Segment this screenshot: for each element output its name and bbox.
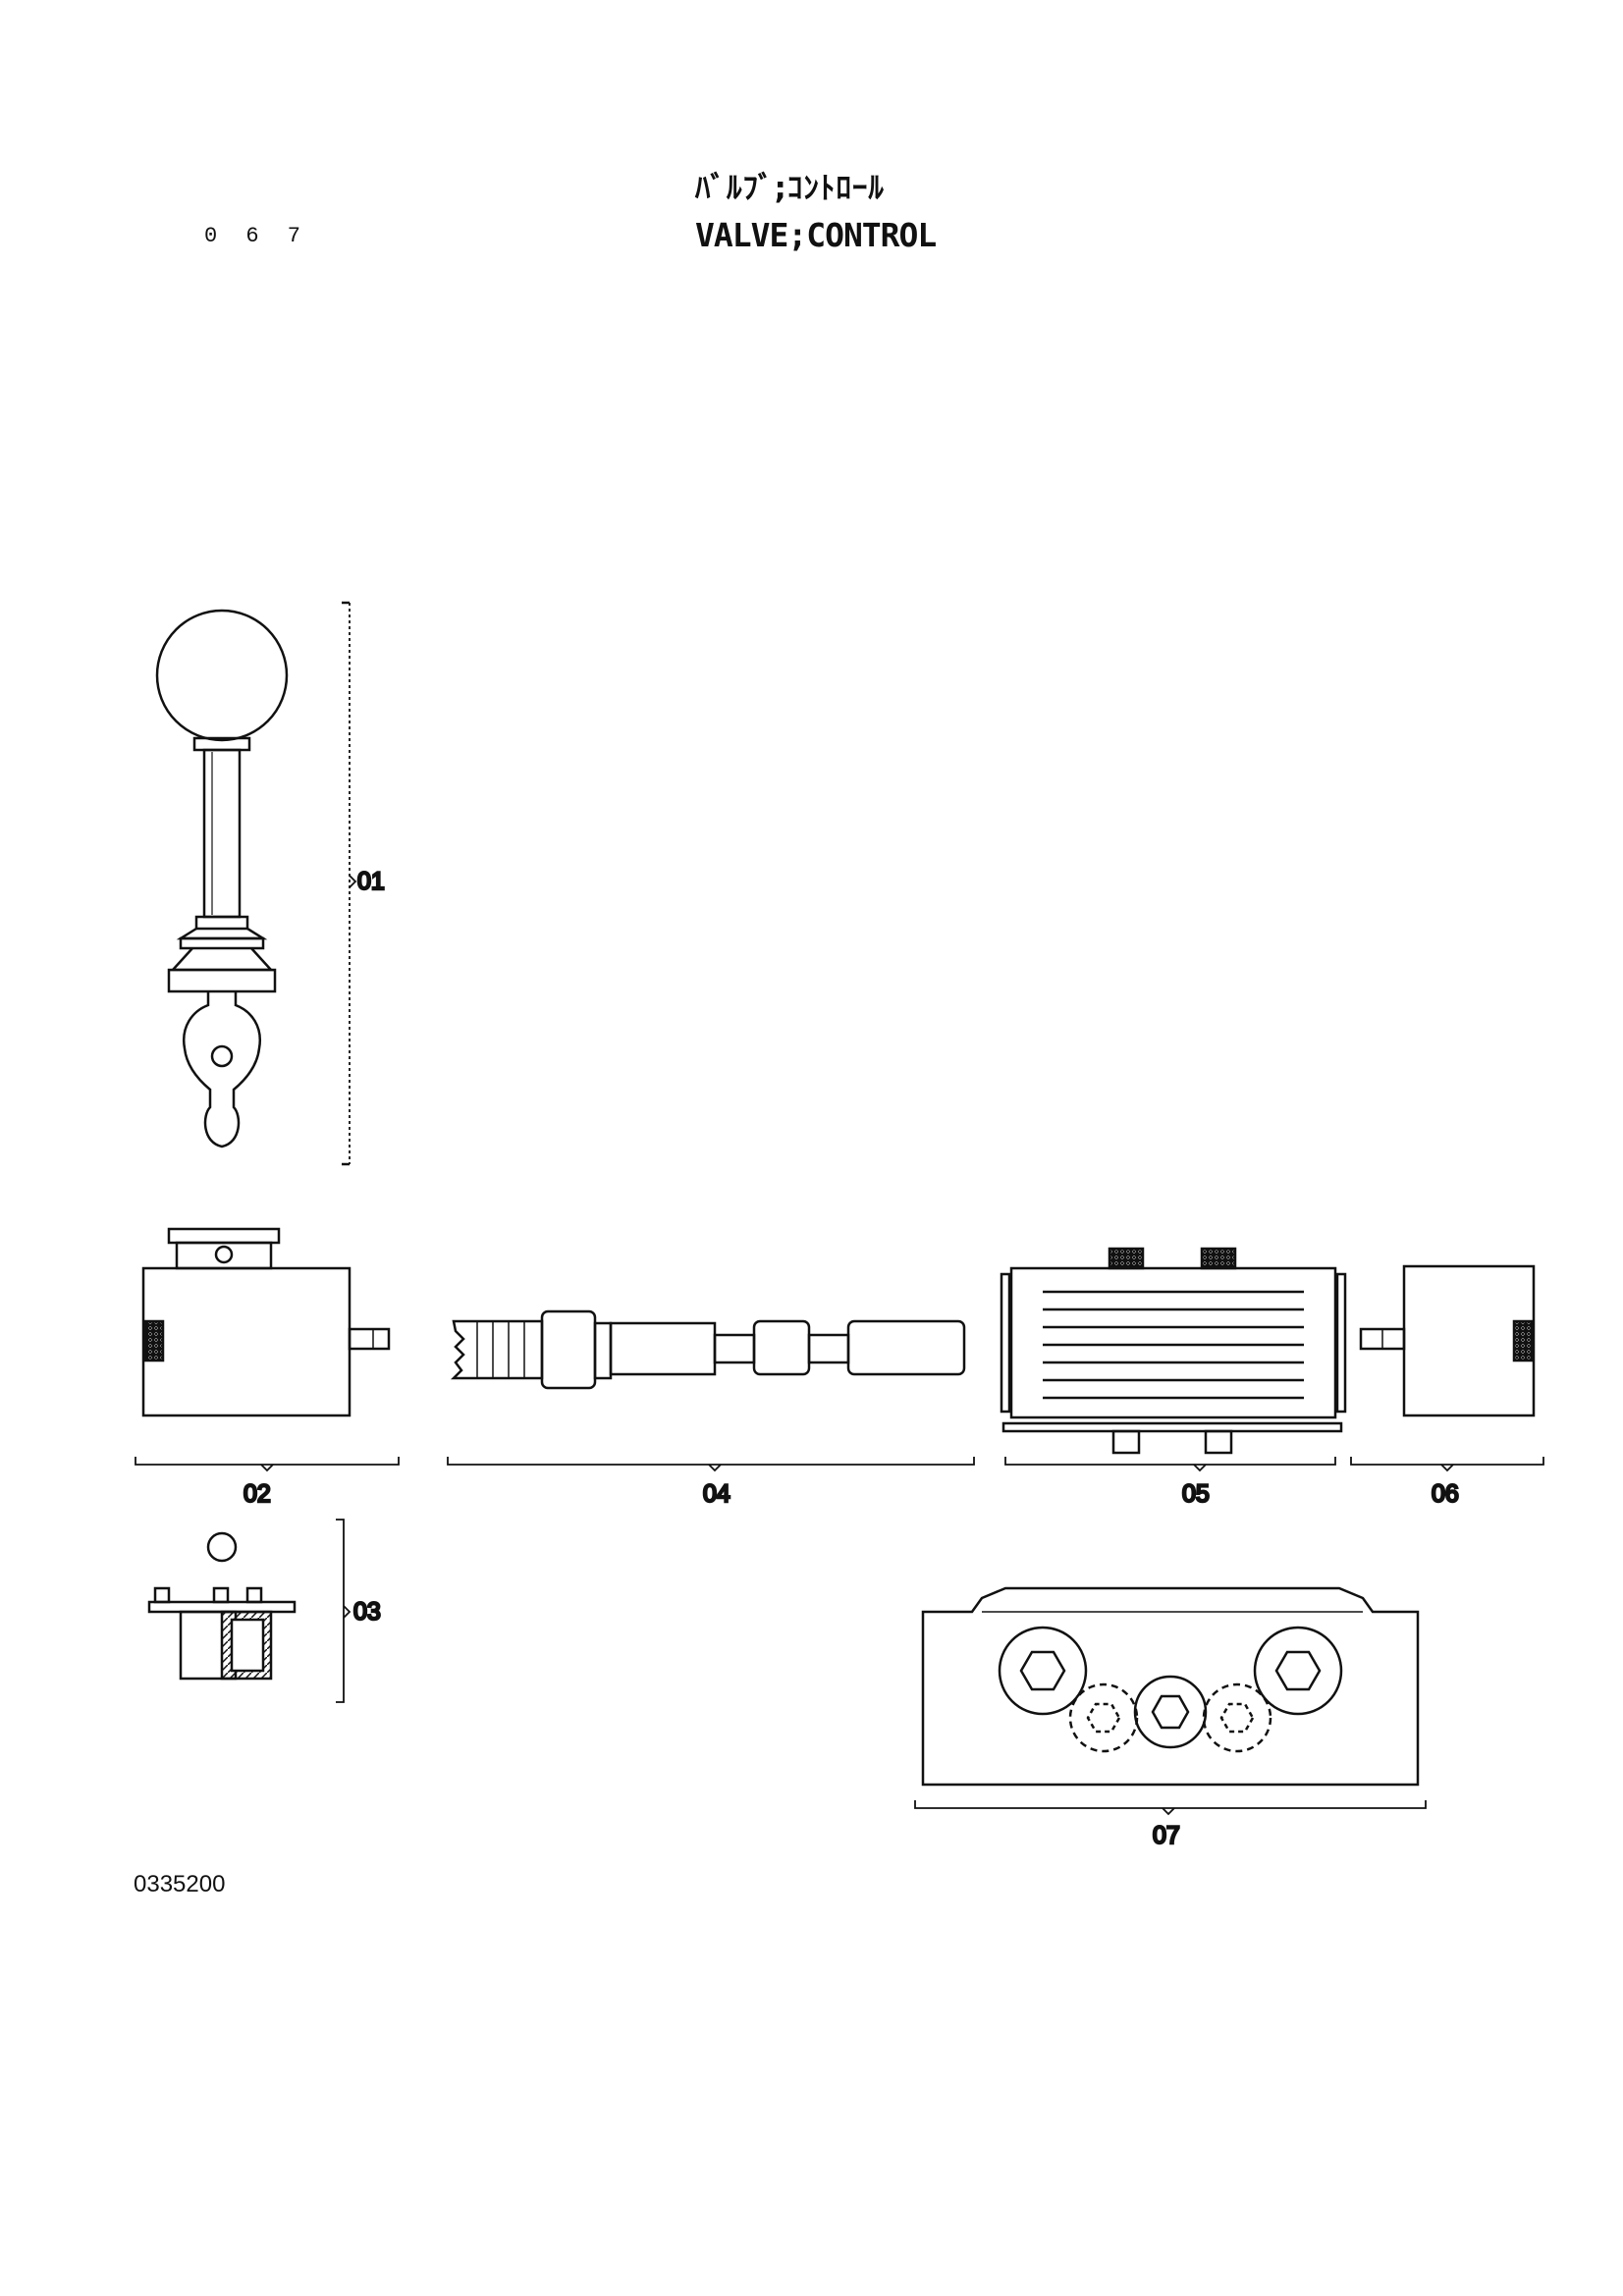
- part-06-end-cap: [1359, 1264, 1536, 1417]
- part-label-04: 04: [703, 1480, 730, 1508]
- part-02-bracket: [135, 1457, 400, 1472]
- part-06-bracket: [1350, 1457, 1544, 1472]
- part-07-valve-block: [921, 1586, 1420, 1787]
- document-code: 0335200: [134, 1871, 226, 1897]
- part-label-07: 07: [1153, 1822, 1180, 1849]
- part-03-bracket: [336, 1519, 352, 1703]
- part-05-bracket: [1004, 1457, 1336, 1472]
- part-label-03: 03: [353, 1598, 381, 1626]
- part-01-lever: [155, 609, 289, 1148]
- part-04-spool: [450, 1309, 966, 1390]
- part-01-bracket: [342, 601, 357, 1166]
- title-english: VALVE;CONTROL: [695, 216, 937, 254]
- part-07-bracket: [914, 1800, 1427, 1816]
- part-05-valve-body: [1000, 1247, 1347, 1455]
- part-02-housing: [141, 1227, 391, 1417]
- part-label-02: 02: [243, 1480, 271, 1508]
- part-label-05: 05: [1182, 1480, 1210, 1508]
- part-04-bracket: [447, 1457, 975, 1472]
- part-label-01: 01: [357, 868, 385, 895]
- title-japanese: ﾊﾞﾙﾌﾞ;ｺﾝﾄﾛｰﾙ: [695, 171, 885, 206]
- part-03-seal-kit: [147, 1531, 297, 1681]
- page-number: 0 6 7: [204, 224, 309, 248]
- part-label-06: 06: [1432, 1480, 1459, 1508]
